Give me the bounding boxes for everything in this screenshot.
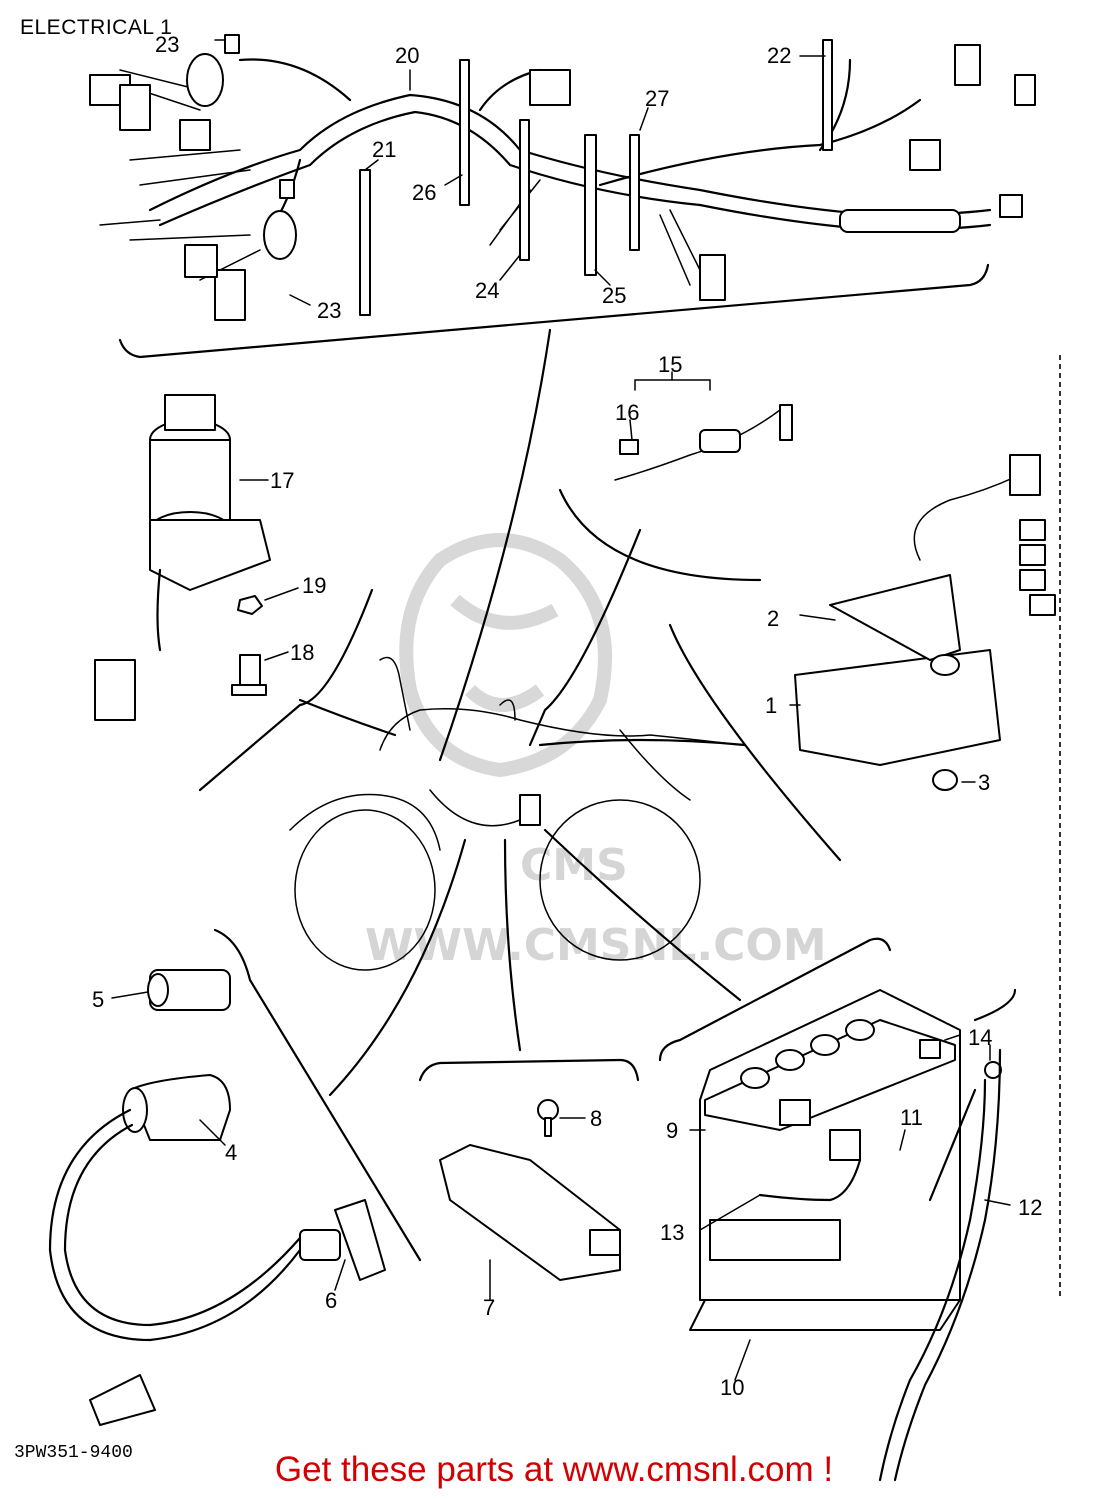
callout-20: 20 [395,43,419,68]
callout-7: 7 [483,1295,495,1320]
callout-3: 3 [978,770,990,795]
callout-8: 8 [590,1106,602,1131]
callout-5: 5 [92,987,104,1012]
wire-harness [89,34,1036,359]
callout-17: 17 [270,468,294,493]
callout-19: 19 [302,573,326,598]
callout-6: 6 [325,1288,337,1313]
callout-27: 27 [645,86,669,111]
callout-23-top: 23 [155,32,179,57]
main-switch [94,394,374,792]
callout-4: 4 [225,1140,237,1165]
rectifier-regulator [418,1058,640,1301]
watermark-url: WWW.CMSNL.COM [365,920,827,971]
igniter-unit [558,355,1061,1300]
callout-25: 25 [602,283,626,308]
callout-21: 21 [372,137,396,162]
callout-26: 26 [412,180,436,205]
callout-12: 12 [1018,1195,1042,1220]
callout-9: 9 [666,1118,678,1143]
footer-link[interactable]: Get these parts at www.cmsnl.com ! [274,1450,834,1489]
callout-16: 16 [615,400,639,425]
watermark-logo: CMS WWW.CMSNL.COM [365,533,827,971]
callout-14: 14 [968,1025,992,1050]
watermark-logo-text: CMS [520,840,628,891]
callout-23-bottom: 23 [317,298,341,323]
motorcycle-outline [289,328,747,1097]
page-title: ELECTRICAL 1 [20,16,173,39]
ignition-coil [48,928,422,1426]
callout-24: 24 [475,278,499,303]
callout-13: 13 [660,1220,684,1245]
callout-15: 15 [658,352,682,377]
callout-11: 11 [900,1105,923,1130]
diagram-code: 3PW351-9400 [14,1443,133,1463]
battery [658,937,1017,1482]
callout-10: 10 [720,1375,744,1400]
callout-1: 1 [765,693,777,718]
callouts: 1 2 3 4 5 6 7 8 9 10 11 12 13 14 15 16 1… [92,32,1042,1400]
callout-18: 18 [290,640,314,665]
callout-22: 22 [767,43,791,68]
callout-2: 2 [767,606,779,631]
